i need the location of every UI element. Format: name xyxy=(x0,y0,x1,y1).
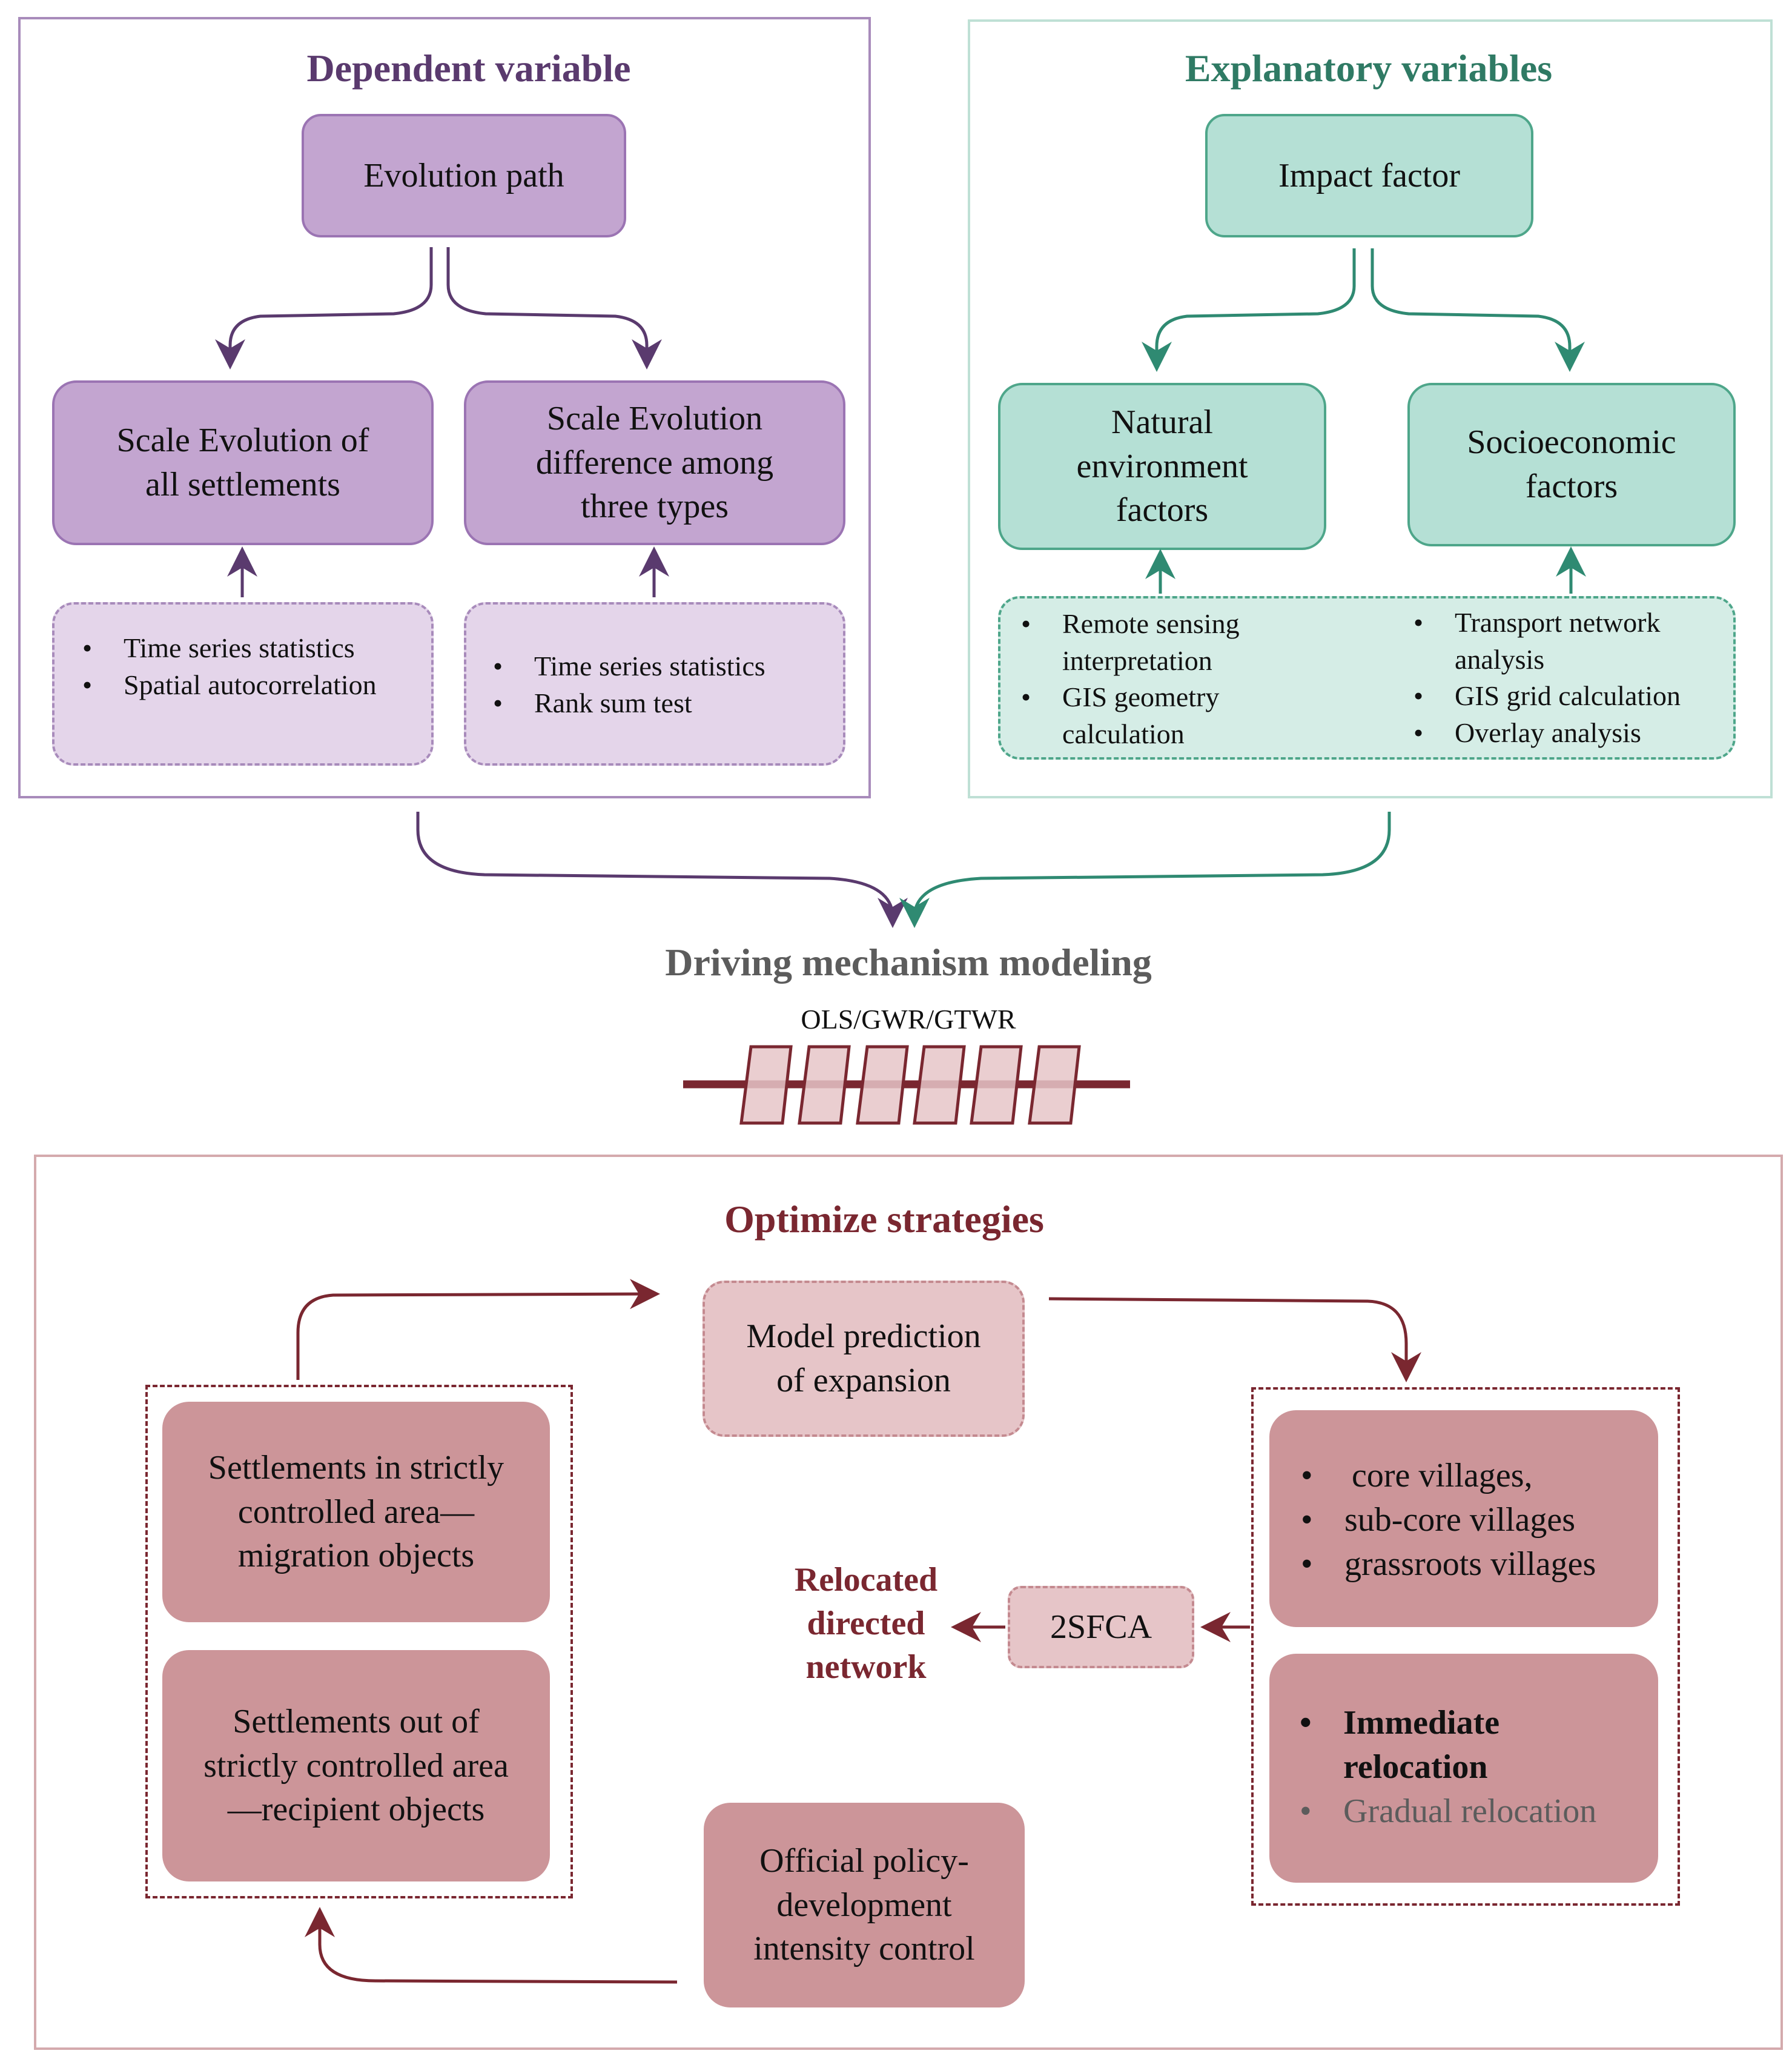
arrow-prediction-to-villages xyxy=(1048,1297,1421,1382)
list-item: GIS grid calculation xyxy=(1413,678,1728,715)
explanatory-methods-left-list: Remote sensing interpretation GIS geomet… xyxy=(1021,606,1348,753)
official-policy-box: Official policy-development intensity co… xyxy=(704,1803,1025,2007)
settlements-out-controlled-area-box: Settlements out of strictly controlled a… xyxy=(162,1650,550,1881)
village-types-list: core villages, sub-core villages grassro… xyxy=(1301,1454,1652,1586)
dependent-variable-panel xyxy=(18,17,871,798)
impact-factor-box: Impact factor xyxy=(1205,114,1533,237)
list-item: Spatial autocorrelation xyxy=(82,667,422,704)
list-item: core villages, xyxy=(1301,1454,1652,1498)
list-item: Overlay analysis xyxy=(1413,715,1728,752)
explanatory-variables-title: Explanatory variables xyxy=(1185,47,1553,90)
dependent-variable-title: Dependent variable xyxy=(306,47,631,90)
explanatory-methods-right-list: Transport network analysis GIS grid calc… xyxy=(1413,605,1728,752)
scale-evolution-all-box: Scale Evolution of all settlements xyxy=(52,380,434,545)
arrow-impact-to-natural xyxy=(1142,248,1356,372)
model-symbol-icon xyxy=(683,1045,1130,1125)
list-item: Immediate relocation xyxy=(1300,1701,1651,1789)
list-item: Transport network analysis xyxy=(1413,605,1728,678)
model-names-label: OLS/GWR/GTWR xyxy=(801,1004,1016,1035)
list-item: Gradual relocation xyxy=(1300,1789,1651,1834)
arrow-settlements-to-prediction xyxy=(296,1279,660,1380)
list-item: Remote sensing interpretation xyxy=(1021,606,1348,679)
natural-environment-factors-box: Natural environment factors xyxy=(998,383,1326,550)
evolution-path-box: Evolution path xyxy=(302,114,626,237)
list-item: sub-core villages xyxy=(1301,1498,1652,1542)
driving-mechanism-title: Driving mechanism modeling xyxy=(665,941,1152,984)
list-item: Time series statistics xyxy=(493,648,832,685)
relocation-type-list: Immediate relocation Gradual relocation xyxy=(1300,1701,1651,1833)
settlements-in-controlled-area-box: Settlements in strictly controlled area—… xyxy=(162,1402,550,1622)
scale-evolution-difference-box: Scale Evolution difference among three t… xyxy=(464,380,845,545)
controlled-area-group xyxy=(145,1385,573,1898)
arrow-policy-to-settlements xyxy=(305,1907,678,1984)
list-item: Time series statistics xyxy=(82,630,422,667)
socioeconomic-factors-box: Socioeconomic factors xyxy=(1407,383,1736,546)
dependent-methods-right-list: Time series statistics Rank sum test xyxy=(493,648,832,721)
optimize-strategies-title: Optimize strategies xyxy=(724,1198,1044,1241)
arrow-dependent-to-driving xyxy=(416,812,908,928)
arrow-evolution-to-scale-difference xyxy=(446,247,662,370)
village-classification-group xyxy=(1251,1387,1680,1906)
arrow-explanatory-to-driving xyxy=(899,812,1391,928)
dependent-methods-left-list: Time series statistics Spatial autocorre… xyxy=(82,630,422,703)
list-item: grassroots villages xyxy=(1301,1542,1652,1586)
list-item: GIS geometry calculation xyxy=(1021,679,1348,752)
arrow-evolution-to-scale-all xyxy=(215,247,433,370)
arrow-impact-to-socio xyxy=(1370,248,1585,372)
explanatory-variables-panel xyxy=(968,19,1773,798)
sfca-method-box: 2SFCA xyxy=(1008,1586,1194,1668)
optimize-strategies-panel xyxy=(34,1155,1783,2050)
relocated-directed-network-label: Relocated directed network xyxy=(794,1561,938,1686)
list-item: Rank sum test xyxy=(493,685,832,722)
model-prediction-box: Model prediction of expansion xyxy=(703,1281,1025,1437)
